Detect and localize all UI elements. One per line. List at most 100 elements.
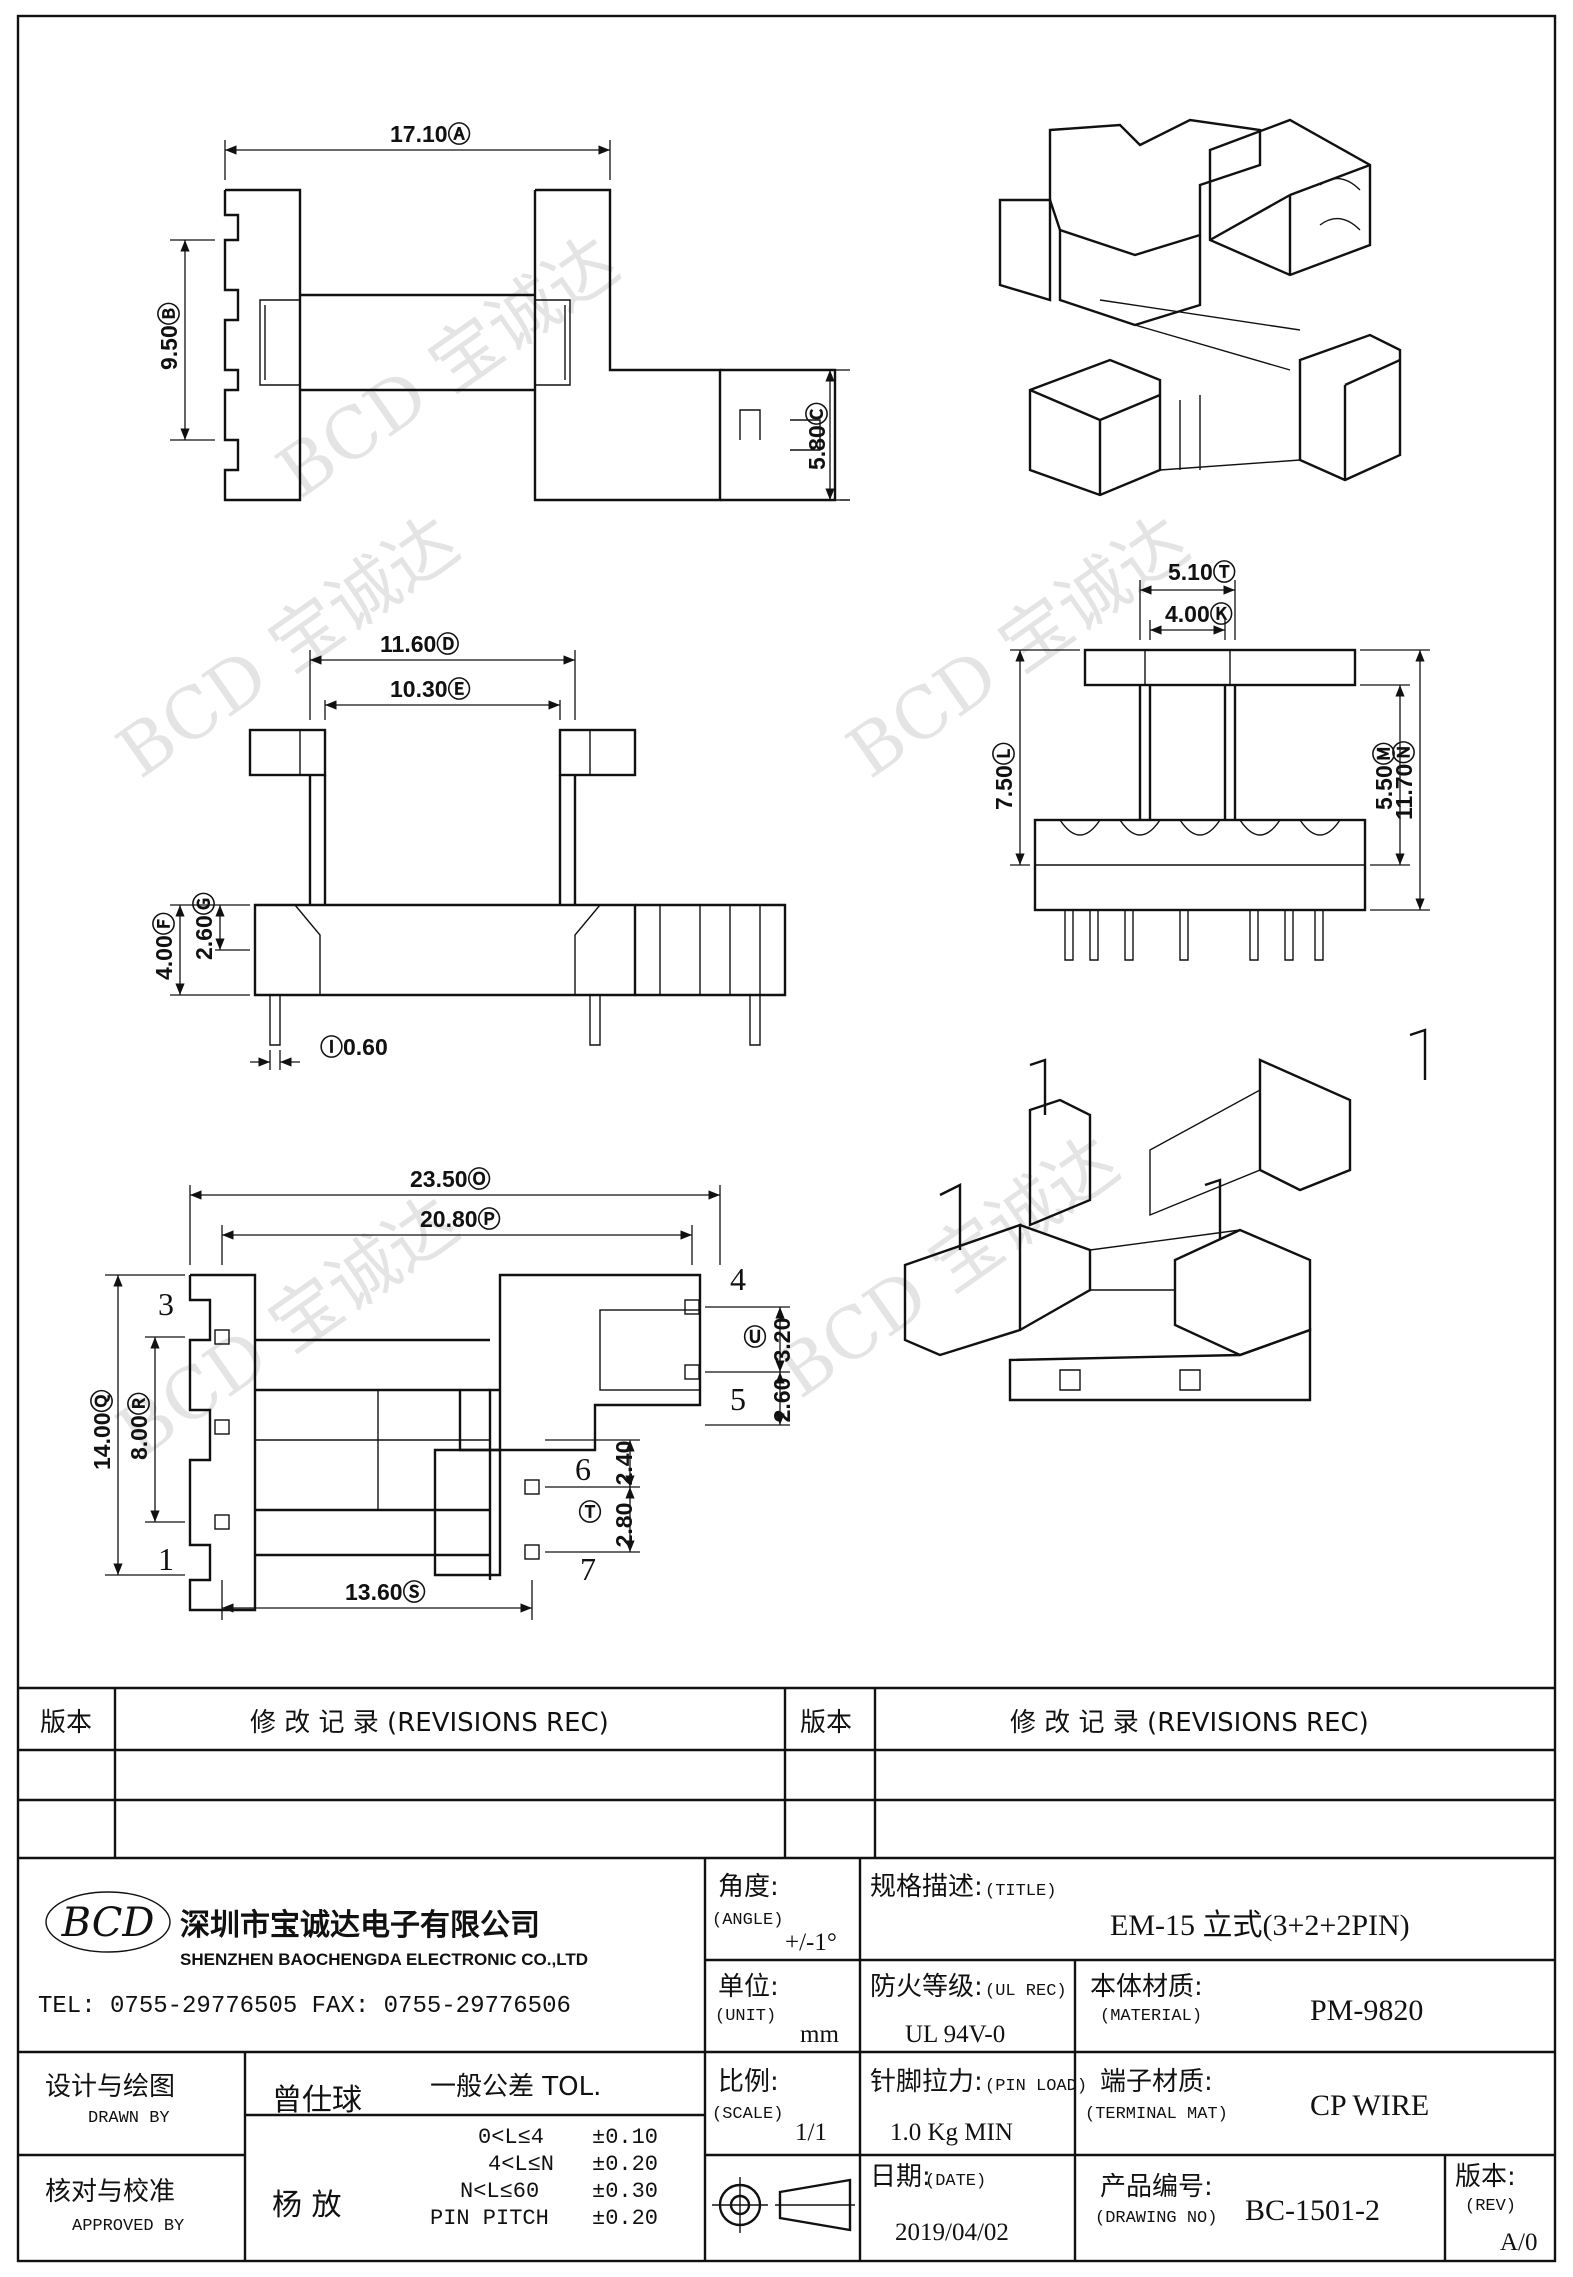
svg-text:APPROVED BY: APPROVED BY: [72, 2217, 184, 2236]
tolerance-table: 0<L≤4 ±0.10 4<L≤N ±0.20 N<L≤60 ±0.30 PIN…: [430, 2125, 658, 2231]
svg-text:13.60Ⓢ: 13.60Ⓢ: [345, 1579, 426, 1605]
svg-text:Ⓘ0.60: Ⓘ0.60: [320, 1034, 388, 1060]
svg-text:比例:: 比例:: [718, 2067, 779, 2097]
contact-info: TEL: 0755-29776505 FAX: 0755-29776506: [38, 1993, 571, 2020]
svg-text:17.10Ⓐ: 17.10Ⓐ: [390, 121, 471, 147]
svg-text:(DRAWING NO): (DRAWING NO): [1095, 2209, 1217, 2228]
rev-header-left: 版本: [40, 1708, 92, 1738]
revisions-header-right: 修 改 记 录 (REVISIONS REC): [1010, 1708, 1369, 1738]
svg-text:规格描述:: 规格描述:: [870, 1872, 983, 1902]
svg-text:角度:: 角度:: [718, 1872, 779, 1902]
scale-value: 1/1: [795, 2119, 827, 2146]
svg-text:BCD 宝诚达: BCD 宝诚达: [833, 500, 1203, 794]
svg-text:(MATERIAL): (MATERIAL): [1100, 2007, 1202, 2026]
svg-text:5.50Ⓜ: 5.50Ⓜ: [1371, 742, 1397, 810]
svg-text:核对与校准: 核对与校准: [45, 2177, 175, 2207]
side-view: 5.10Ⓣ 4.00Ⓚ 7.50Ⓛ 5.50Ⓜ 11.70Ⓝ: [991, 559, 1430, 961]
svg-text:日期:: 日期:: [870, 2162, 931, 2192]
top-view: 17.10Ⓐ 9.50Ⓑ 5.80Ⓒ: [156, 121, 850, 502]
sheet-border: [16, 14, 1557, 2263]
svg-text:4<L≤N: 4<L≤N: [488, 2152, 554, 2177]
svg-text:11.70Ⓝ: 11.70Ⓝ: [1391, 741, 1417, 820]
svg-text:(PIN LOAD): (PIN LOAD): [985, 2077, 1087, 2096]
svg-text:(DATE): (DATE): [925, 2172, 986, 2191]
svg-text:3.20: 3.20: [769, 1318, 795, 1363]
drawing-number-value: BC-1501-2: [1245, 2194, 1380, 2227]
svg-text:BCD 宝诚达: BCD 宝诚达: [263, 220, 633, 514]
svg-text:(ANGLE): (ANGLE): [712, 1911, 783, 1930]
company-name-en: SHENZHEN BAOCHENGDA ELECTRONIC CO.,LTD: [180, 1950, 588, 1969]
pin-label-4: 4: [730, 1261, 746, 1297]
svg-text:23.50Ⓞ: 23.50Ⓞ: [410, 1166, 491, 1192]
pin-layout-view: 3 1 4 5 6 7 23.50Ⓞ 20.80Ⓟ 14.00Ⓠ 8.00Ⓡ 1…: [89, 1166, 795, 1620]
svg-text:20.80Ⓟ: 20.80Ⓟ: [420, 1206, 501, 1232]
svg-text:针脚拉力:: 针脚拉力:: [870, 2067, 983, 2097]
svg-text:防火等级:: 防火等级:: [870, 1972, 983, 2002]
angle-value: +/-1°: [785, 1929, 837, 1956]
tolerance-title: 一般公差 TOL.: [430, 2072, 601, 2102]
svg-text:BCD 宝诚达: BCD 宝诚达: [103, 1180, 473, 1474]
material-value: PM-9820: [1310, 1994, 1423, 2027]
isometric-view-top: [998, 118, 1402, 497]
svg-text:2.60Ⓖ: 2.60Ⓖ: [191, 892, 217, 960]
svg-text:设计与绘图: 设计与绘图: [45, 2072, 175, 2102]
isometric-view-bottom: [903, 1028, 1427, 1402]
svg-text:5.10Ⓣ: 5.10Ⓣ: [1168, 559, 1236, 585]
svg-text:±0.20: ±0.20: [592, 2152, 658, 2177]
svg-text:端子材质:: 端子材质:: [1100, 2067, 1213, 2097]
pin-label-6: 6: [575, 1451, 591, 1487]
unit-value: mm: [800, 2021, 839, 2048]
svg-text:本体材质:: 本体材质:: [1090, 1972, 1203, 2002]
svg-text:(REV): (REV): [1465, 2197, 1516, 2216]
svg-text:10.30Ⓔ: 10.30Ⓔ: [390, 676, 471, 702]
svg-text:(SCALE): (SCALE): [712, 2105, 783, 2124]
svg-text:Ⓤ: Ⓤ: [744, 1324, 767, 1350]
svg-text:4.00Ⓚ: 4.00Ⓚ: [1165, 601, 1233, 627]
title-value: EM-15 立式(3+2+2PIN): [1110, 1909, 1410, 1942]
svg-text:版本:: 版本:: [1455, 2162, 1516, 2192]
svg-text:8.00Ⓡ: 8.00Ⓡ: [126, 1392, 152, 1460]
approved-by-value: 杨 放: [272, 2188, 342, 2223]
svg-text:0<L≤4: 0<L≤4: [478, 2125, 544, 2150]
svg-text:5.80Ⓒ: 5.80Ⓒ: [804, 402, 830, 470]
date-value: 2019/04/02: [895, 2219, 1009, 2246]
svg-text:BCD: BCD: [61, 1900, 155, 1946]
svg-text:(TERMINAL MAT): (TERMINAL MAT): [1085, 2105, 1228, 2124]
svg-text:N<L≤60: N<L≤60: [460, 2179, 539, 2204]
svg-text:7.50Ⓛ: 7.50Ⓛ: [991, 742, 1017, 810]
svg-text:2.40: 2.40: [611, 1441, 637, 1486]
svg-text:2.60: 2.60: [769, 1378, 795, 1423]
svg-text:9.50Ⓑ: 9.50Ⓑ: [156, 302, 182, 370]
pin-label-1: 1: [158, 1541, 174, 1577]
pin-label-3: 3: [158, 1286, 174, 1322]
title-block: 版本 修 改 记 录 (REVISIONS REC) 版本 修 改 记 录 (R…: [18, 1686, 1555, 2261]
projection-symbol-icon: [712, 2177, 855, 2233]
svg-text:(UL REC): (UL REC): [985, 1982, 1067, 2001]
svg-text:14.00Ⓠ: 14.00Ⓠ: [89, 1389, 115, 1470]
pin-label-5: 5: [730, 1381, 746, 1417]
terminal-value: CP WIRE: [1310, 2089, 1429, 2122]
pinload-value: 1.0 Kg MIN: [890, 2119, 1013, 2146]
svg-text:4.00Ⓕ: 4.00Ⓕ: [151, 912, 177, 980]
svg-text:单位:: 单位:: [718, 1972, 779, 2002]
svg-text:(UNIT): (UNIT): [715, 2007, 776, 2026]
rev-header-right: 版本: [800, 1708, 852, 1738]
revisions-header-left: 修 改 记 录 (REVISIONS REC): [250, 1708, 609, 1738]
svg-text:±0.30: ±0.30: [592, 2179, 658, 2204]
svg-text:(TITLE): (TITLE): [985, 1882, 1056, 1901]
drawn-by-value: 曾仕球: [272, 2083, 362, 2118]
svg-text:±0.20: ±0.20: [592, 2206, 658, 2231]
pin-label-7: 7: [580, 1551, 596, 1587]
svg-text:±0.10: ±0.10: [592, 2125, 658, 2150]
svg-text:Ⓣ: Ⓣ: [579, 1499, 602, 1525]
svg-text:DRAWN BY: DRAWN BY: [88, 2109, 170, 2128]
ul-value: UL 94V-0: [905, 2021, 1005, 2048]
svg-text:PIN PITCH: PIN PITCH: [430, 2206, 549, 2231]
company-logo: BCD: [45, 1891, 171, 1953]
company-name-cn: 深圳市宝诚达电子有限公司: [180, 1908, 540, 1943]
svg-text:11.60Ⓓ: 11.60Ⓓ: [380, 631, 459, 657]
svg-text:2.80: 2.80: [611, 1503, 637, 1548]
watermark: BCD 宝诚达 BCD 宝诚达 BCD 宝诚达 BCD 宝诚达 BCD 宝诚达: [103, 220, 1203, 1474]
svg-text:产品编号:: 产品编号:: [1100, 2172, 1213, 2202]
